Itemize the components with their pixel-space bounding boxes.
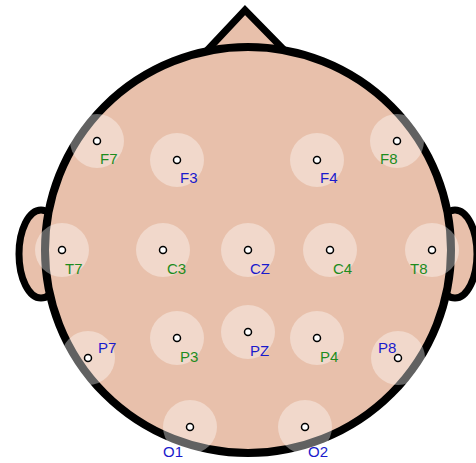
electrode-label: F3 — [180, 169, 198, 186]
electrode-label: CZ — [250, 260, 270, 277]
electrode-area — [35, 223, 89, 277]
electrode-label: T7 — [65, 260, 83, 277]
electrode-area — [136, 223, 190, 277]
electrode-label: P8 — [378, 339, 396, 356]
electrode-dot — [327, 247, 334, 254]
electrode-label: T8 — [410, 260, 428, 277]
electrode-label: C3 — [167, 260, 186, 277]
electrode-label: F8 — [380, 150, 398, 167]
electrode-area — [371, 331, 425, 385]
electrode-dot — [187, 424, 194, 431]
electrode-label: O1 — [163, 443, 183, 460]
electrode-dot — [160, 247, 167, 254]
electrode-area — [221, 223, 275, 277]
electrode-label: C4 — [333, 260, 352, 277]
electrode-area — [405, 223, 459, 277]
electrode-dot — [174, 335, 181, 342]
electrode-dot — [302, 424, 309, 431]
electrode-label: P3 — [180, 348, 198, 365]
electrode-label: F4 — [320, 169, 338, 186]
electrode-area — [221, 305, 275, 359]
electrode-dot — [85, 355, 92, 362]
electrode-area — [150, 133, 204, 187]
electrode-area — [370, 114, 424, 168]
electrode-dot — [174, 157, 181, 164]
electrode-dot — [314, 157, 321, 164]
electrode-area — [70, 114, 124, 168]
electrode-dot — [429, 247, 436, 254]
head-outline — [45, 47, 451, 453]
electrode-label: PZ — [250, 342, 269, 359]
electrode-area — [290, 311, 344, 365]
electrode-label: P7 — [98, 339, 116, 356]
electrode-dot — [394, 138, 401, 145]
electrode-dot — [245, 329, 252, 336]
electrode-dot — [59, 247, 66, 254]
electrode-dot — [94, 138, 101, 145]
electrode-dot — [245, 247, 252, 254]
electrode-dot — [314, 335, 321, 342]
electrode-label: O2 — [308, 443, 328, 460]
electrode-discs — [35, 114, 459, 454]
electrode-label: P4 — [320, 348, 338, 365]
electrode-area — [150, 311, 204, 365]
electrode-area — [303, 223, 357, 277]
electrode-area — [290, 133, 344, 187]
electrode-label: F7 — [100, 150, 118, 167]
